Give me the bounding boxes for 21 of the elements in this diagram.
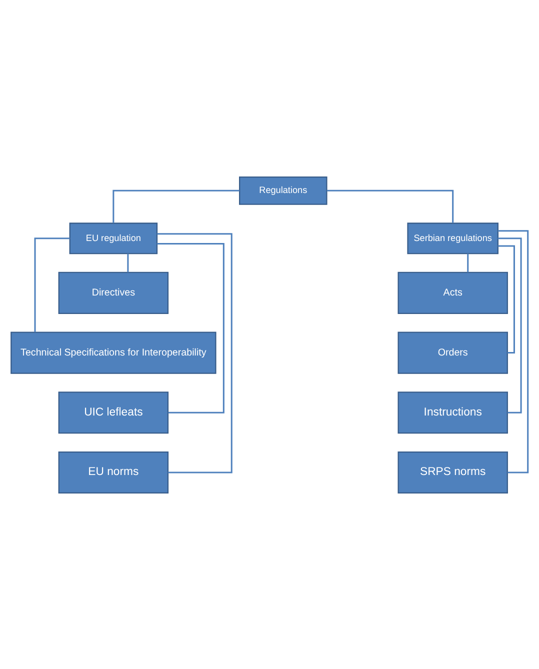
connector (34, 237, 70, 332)
connector (467, 253, 469, 272)
connector (498, 244, 515, 354)
node-box: Orders (398, 331, 508, 374)
node-box: Technical Specifications for Interoperability (10, 331, 216, 374)
node-box: Serbian regulations (407, 222, 498, 254)
node-box: Regulations (239, 176, 328, 204)
connector (157, 232, 232, 473)
connector (157, 242, 224, 413)
connector (127, 253, 129, 272)
node-box: Acts (398, 271, 508, 314)
node-box: SRPS norms (398, 450, 508, 494)
node-box: Instructions (398, 391, 508, 434)
node-box: EU regulation (69, 222, 158, 254)
connector (498, 237, 522, 413)
connector (326, 189, 454, 223)
connector (112, 189, 240, 223)
node-box: Directives (58, 271, 169, 314)
node-box: UIC lefleats (58, 391, 169, 434)
node-box: EU norms (58, 450, 169, 494)
connector (498, 230, 529, 473)
